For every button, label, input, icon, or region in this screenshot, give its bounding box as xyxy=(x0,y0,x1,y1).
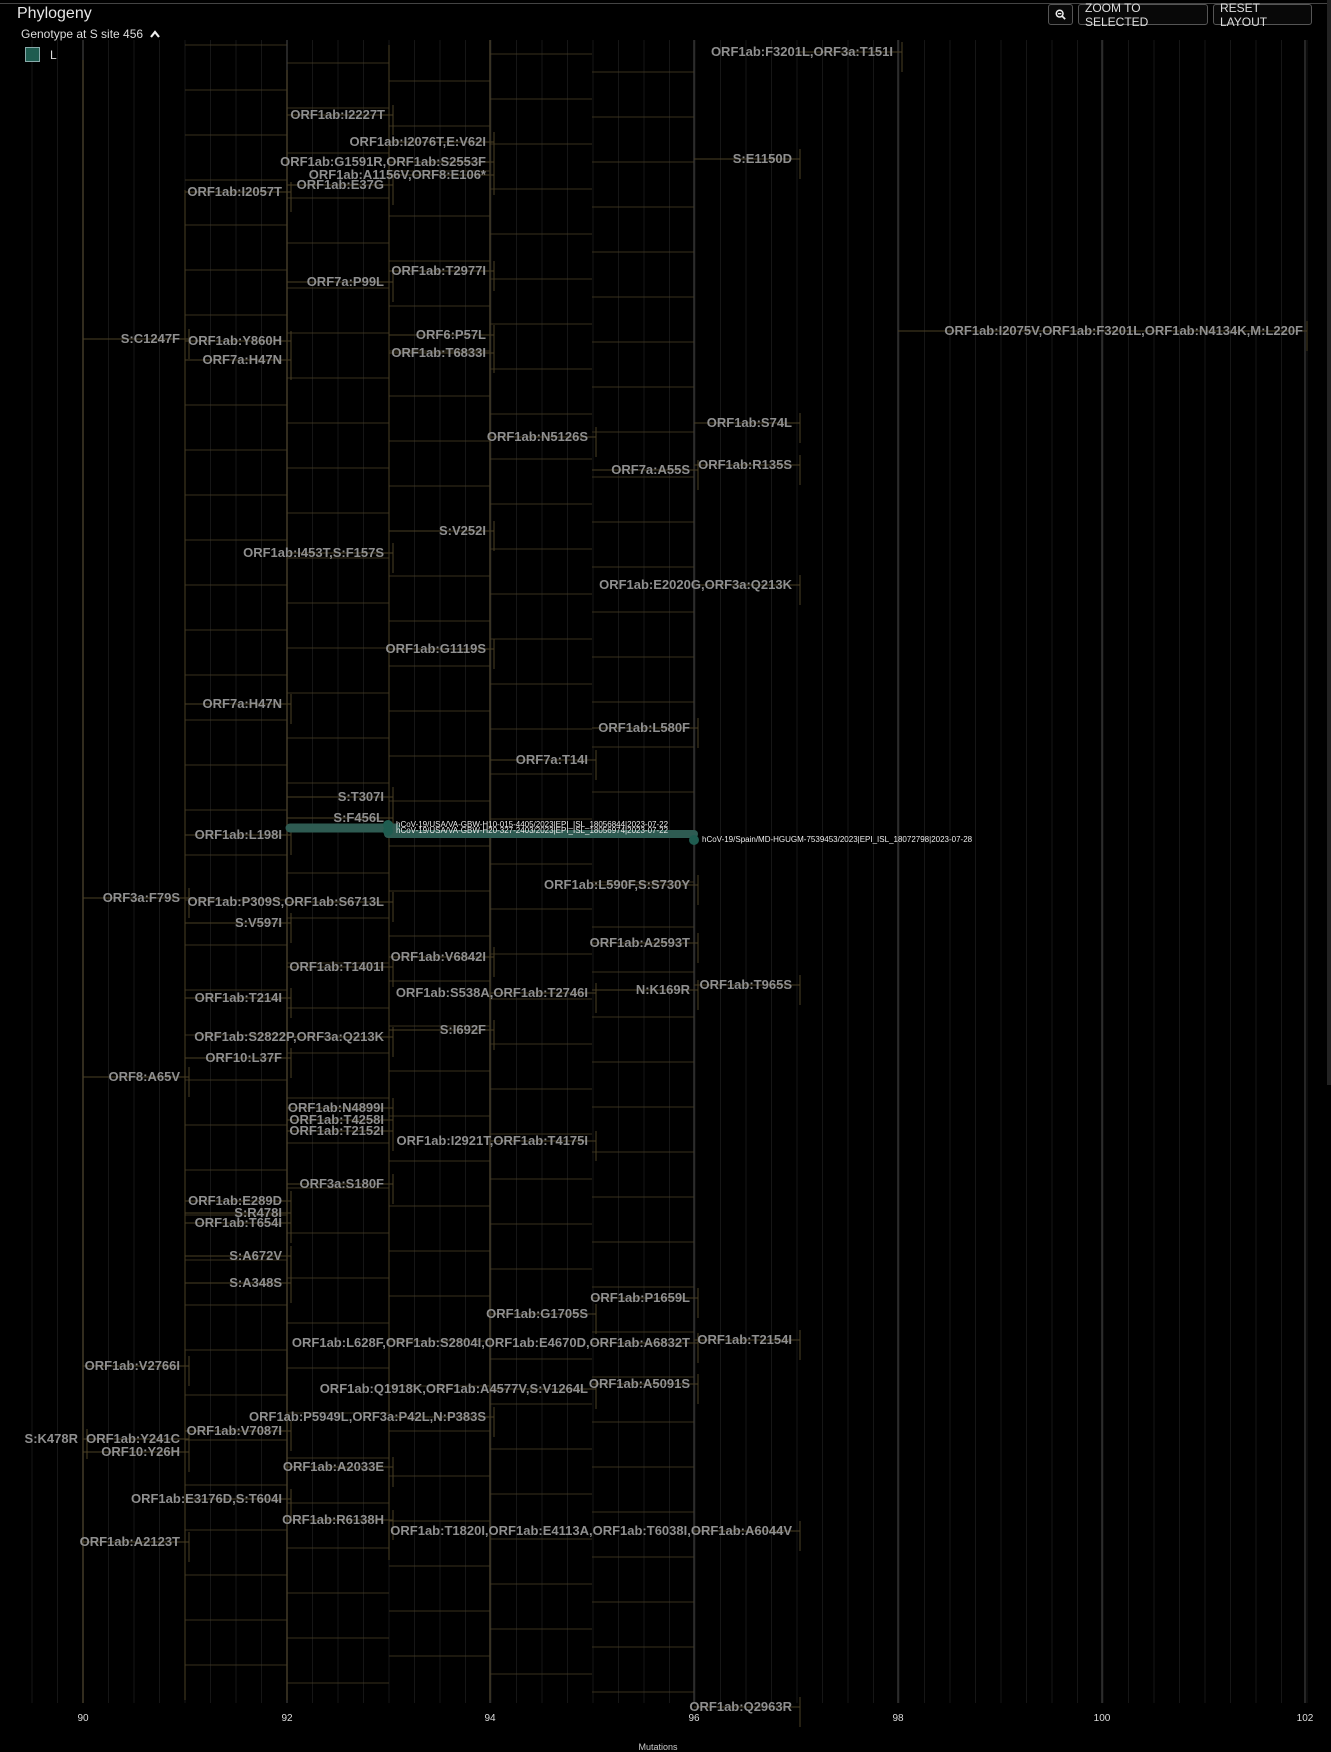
branch-mutation-label: ORF1ab:T214I xyxy=(194,990,282,1005)
top-border xyxy=(0,3,1331,4)
branch-mutation-label: ORF1ab:S538A,ORF1ab:T2746I xyxy=(395,985,588,1000)
chevron-up-icon xyxy=(150,30,160,38)
branch-mutation-label: ORF7a:H47N xyxy=(202,696,282,711)
branch-mutation-label: ORF1ab:A5091S xyxy=(588,1376,690,1391)
branch-mutation-label: ORF10:Y26H xyxy=(101,1444,180,1459)
branch-mutation-label: ORF1ab:S2822P,ORF3a:Q213K xyxy=(194,1029,384,1044)
branch-mutation-label: ORF1ab:N4899I xyxy=(287,1100,384,1115)
branch-mutation-label: S:K478R xyxy=(24,1431,78,1446)
x-axis-tick: 94 xyxy=(484,1713,496,1724)
zoom-out-icon xyxy=(1055,9,1066,20)
branch-mutation-label: ORF1ab:T2152I xyxy=(289,1123,384,1138)
x-axis-tick: 96 xyxy=(688,1713,700,1724)
branch-mutation-label: ORF1ab:T6833I xyxy=(391,345,486,360)
branch-mutation-label: ORF1ab:E289D xyxy=(188,1193,282,1208)
branch-mutation-label: S:V252I xyxy=(439,523,486,538)
branch-mutation-label: ORF1ab:P1659L xyxy=(590,1290,690,1305)
branch-mutation-label: ORF1ab:I2076T,E:V62I xyxy=(349,134,486,149)
tip-node[interactable] xyxy=(689,835,699,845)
branch-mutation-label: ORF1ab:R135S xyxy=(698,457,792,472)
branch-mutation-label: ORF6:P57L xyxy=(415,327,486,342)
branch-mutation-label: ORF1ab:Q2963R xyxy=(689,1699,792,1714)
branch-mutation-label: ORF1ab:I2921T,ORF1ab:T4175I xyxy=(396,1133,588,1148)
tip-label[interactable]: hCoV-19/USA/VA-GBW-H10-015-4405/2023|EPI… xyxy=(396,820,669,829)
branch-mutation-label: ORF1ab:P309S,ORF1ab:S6713L xyxy=(187,894,384,909)
legend-title: Genotype at S site 456 xyxy=(21,27,144,41)
x-axis-tick: 90 xyxy=(77,1713,89,1724)
branch-mutation-label: ORF1ab:N5126S xyxy=(486,429,588,444)
x-axis-tick: 100 xyxy=(1093,1713,1111,1724)
branch-mutation-label: ORF1ab:T654I xyxy=(194,1215,282,1230)
branch-mutation-label: S:E1150D xyxy=(732,151,792,166)
x-axis-label: Mutations xyxy=(638,1742,678,1752)
branch-mutation-label: ORF1ab:A2123T xyxy=(79,1534,180,1549)
branch-mutation-label: ORF1ab:I453T,S:F157S xyxy=(243,545,384,560)
branch-mutation-label: ORF1ab:A2593T xyxy=(589,935,690,950)
branch-mutation-label: ORF7a:A55S xyxy=(611,462,690,477)
tip-node[interactable] xyxy=(383,826,393,836)
branch-mutation-label: ORF3a:S180F xyxy=(299,1176,384,1191)
branch-mutation-label: ORF1ab:T965S xyxy=(699,977,792,992)
branch-mutation-label: ORF1ab:E2020G,ORF3a:Q213K xyxy=(599,577,792,592)
branch-mutation-label: ORF1ab:V7087I xyxy=(186,1423,282,1438)
branch-mutation-label: ORF7a:H47N xyxy=(202,352,282,367)
branch-mutation-label: S:T307I xyxy=(337,789,384,804)
branch-mutation-label: ORF1ab:G1705S xyxy=(486,1306,588,1321)
branch-mutation-label: ORF1ab:A2033E xyxy=(282,1459,384,1474)
branch-mutation-label: S:A672V xyxy=(229,1248,282,1263)
branch-mutation-label: ORF1ab:Y860H xyxy=(188,333,282,348)
branch-mutation-label: ORF1ab:A1156V,ORF8:E106* xyxy=(308,167,486,182)
x-axis-tick: 102 xyxy=(1296,1713,1314,1724)
branch-mutation-label: ORF1ab:L628F,ORF1ab:S2804I,ORF1ab:E4670D… xyxy=(291,1335,690,1350)
branch-mutation-label: ORF1ab:I2075V,ORF1ab:F3201L,ORF1ab:N4134… xyxy=(944,323,1303,338)
legend-item-L[interactable]: L xyxy=(25,47,57,62)
branch-mutation-label: ORF1ab:L580F xyxy=(598,720,690,735)
branch-mutation-label: ORF1ab:T1401I xyxy=(289,959,384,974)
branch-mutation-label: S:C1247F xyxy=(120,331,180,346)
legend-swatch xyxy=(25,47,40,62)
branch-mutation-label: ORF1ab:T1820I,ORF1ab:E4113A,ORF1ab:T6038… xyxy=(390,1523,792,1538)
branch-mutation-label: ORF1ab:T2154I xyxy=(697,1332,792,1347)
branch-mutation-label: ORF1ab:Q1918K,ORF1ab:A4577V,S:V1264L xyxy=(319,1381,588,1396)
branch-mutation-label: ORF1ab:F3201L,ORF3a:T151I xyxy=(710,44,893,59)
tip-label[interactable]: hCoV-19/USA/VA-GBW-H20-327-2403/2023|EPI… xyxy=(396,826,669,835)
branch-mutation-label: ORF1ab:L198I xyxy=(194,827,282,842)
x-axis-tick: 92 xyxy=(281,1713,293,1724)
legend-toggle[interactable]: Genotype at S site 456 xyxy=(21,27,161,41)
branch-mutation-label: ORF1ab:S74L xyxy=(706,415,792,430)
branch-mutation-label: S:A348S xyxy=(229,1275,282,1290)
reset-layout-button[interactable]: RESET LAYOUT xyxy=(1213,1,1312,29)
branch-mutation-label: N:K169R xyxy=(635,982,690,997)
legend-item-label: L xyxy=(50,47,57,62)
zoom-to-selected-button[interactable]: ZOOM TO SELECTED xyxy=(1078,1,1208,29)
scrollbar[interactable] xyxy=(1327,0,1331,1085)
branch-mutation-label: ORF1ab:G1591R,ORF1ab:S2553F xyxy=(280,154,486,169)
branch-mutation-label: S:R478I xyxy=(234,1205,282,1220)
branch-mutation-label: ORF1ab:Y241C xyxy=(86,1431,180,1446)
branch-mutation-label: S:V597I xyxy=(235,915,282,930)
branch-mutation-label: S:F456L xyxy=(333,810,384,825)
branch-mutation-label: ORF1ab:G1119S xyxy=(385,641,486,656)
branch-mutation-label: ORF1ab:L590F,S:S730Y xyxy=(544,877,690,892)
branch-mutation-label: ORF1ab:I2227T xyxy=(290,107,385,122)
branch-mutation-label: ORF1ab:R6138H xyxy=(282,1512,384,1527)
branch-mutation-label: ORF7a:T14I xyxy=(515,752,588,767)
branch-mutation-label: ORF3a:F79S xyxy=(102,890,180,905)
branch-mutation-label: ORF1ab:E37G xyxy=(296,177,384,192)
branch-mutation-label: ORF7a:P99L xyxy=(306,274,384,289)
tip-label[interactable]: hCoV-19/Spain/MD-HGUGM-7539453/2023|EPI_… xyxy=(702,835,973,844)
branch-mutation-label: ORF1ab:V6842I xyxy=(390,949,486,964)
branch-mutation-label: ORF1ab:V2766I xyxy=(84,1358,180,1373)
x-axis-tick: 98 xyxy=(892,1713,904,1724)
zoom-out-button[interactable] xyxy=(1048,4,1073,25)
branch-mutation-label: ORF1ab:E3176D,S:T604I xyxy=(130,1491,282,1506)
branch-mutation-label: ORF1ab:I2057T xyxy=(187,184,282,199)
panel-title: Phylogeny xyxy=(17,5,92,22)
branch-mutation-label: ORF1ab:T2977I xyxy=(391,263,486,278)
branch-mutation-label: ORF10:L37F xyxy=(205,1050,282,1065)
branch-mutation-label: ORF8:A65V xyxy=(108,1069,180,1084)
branch-mutation-label: ORF1ab:P5949L,ORF3a:P42L,N:P383S xyxy=(249,1409,486,1424)
branch-mutation-label: ORF1ab:T4258I xyxy=(289,1112,384,1127)
branch-mutation-label: S:I692F xyxy=(439,1022,486,1037)
